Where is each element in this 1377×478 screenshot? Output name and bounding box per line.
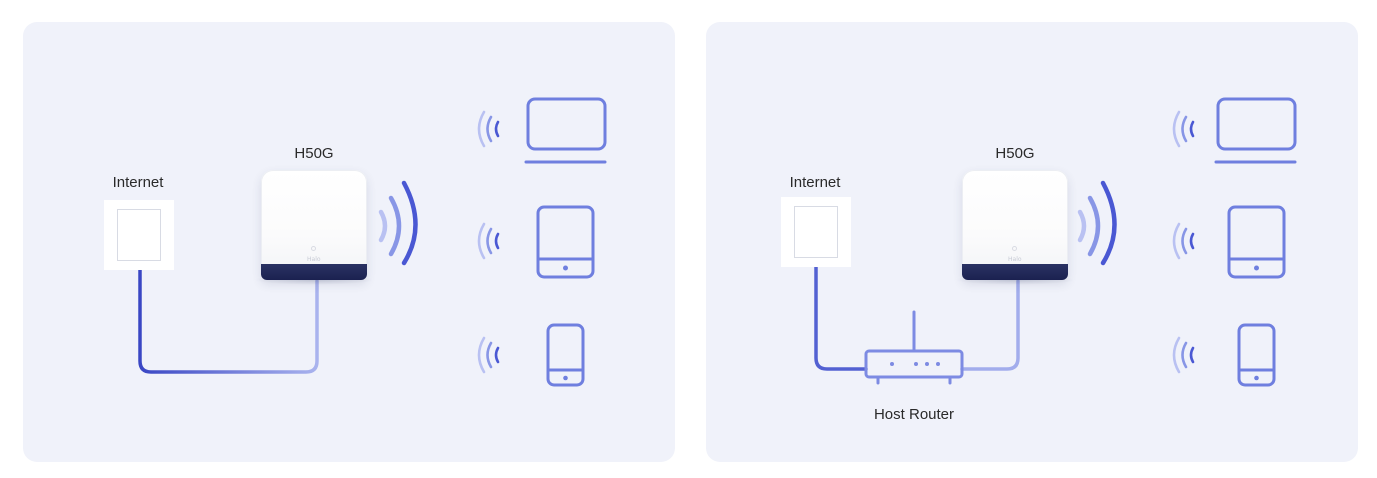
halo-base: [962, 264, 1068, 280]
internet-label: Internet: [112, 174, 164, 191]
halo-logo: Halo: [307, 256, 321, 263]
wall-socket: [781, 197, 851, 267]
halo-device: Halo: [962, 170, 1068, 280]
tablet-icon: [536, 205, 595, 279]
phone-icon: [546, 323, 585, 387]
wifi-broadcast-icon: [1077, 180, 1117, 266]
device-shadow: [955, 275, 1075, 285]
wifi-signal-icon: [1172, 336, 1195, 374]
tablet-icon: [1227, 205, 1286, 279]
laptop-icon: [524, 97, 607, 164]
ethernet-cable: [960, 279, 1020, 371]
diagram-panel-direct: Internet H50G Halo: [23, 22, 675, 462]
router-icon: [864, 310, 964, 385]
wifi-signal-icon: [477, 336, 500, 374]
device-label: H50G: [294, 145, 334, 162]
device-shadow: [254, 275, 374, 285]
wall-socket-face: [117, 209, 161, 261]
halo-device: Halo: [261, 170, 367, 280]
internet-label: Internet: [789, 174, 841, 191]
wifi-signal-icon: [1172, 110, 1195, 148]
laptop-icon: [1214, 97, 1297, 164]
device-label: H50G: [995, 145, 1035, 162]
halo-base: [261, 264, 367, 280]
wall-socket: [104, 200, 174, 270]
wifi-signal-icon: [477, 110, 500, 148]
wifi-signal-icon: [1172, 222, 1195, 260]
wifi-broadcast-icon: [378, 180, 418, 266]
halo-led: [311, 246, 316, 251]
diagram-scene: [131, 97, 607, 387]
ethernet-cable: [138, 252, 319, 374]
ethernet-cable: [814, 252, 868, 371]
router-label: Host Router: [873, 406, 955, 423]
phone-icon: [1237, 323, 1276, 387]
wall-socket-face: [794, 206, 838, 258]
halo-logo: Halo: [1008, 256, 1022, 263]
halo-led: [1012, 246, 1017, 251]
diagram-panel-router: Internet H50G Halo Host Router: [706, 22, 1358, 462]
wifi-signal-icon: [477, 222, 500, 260]
